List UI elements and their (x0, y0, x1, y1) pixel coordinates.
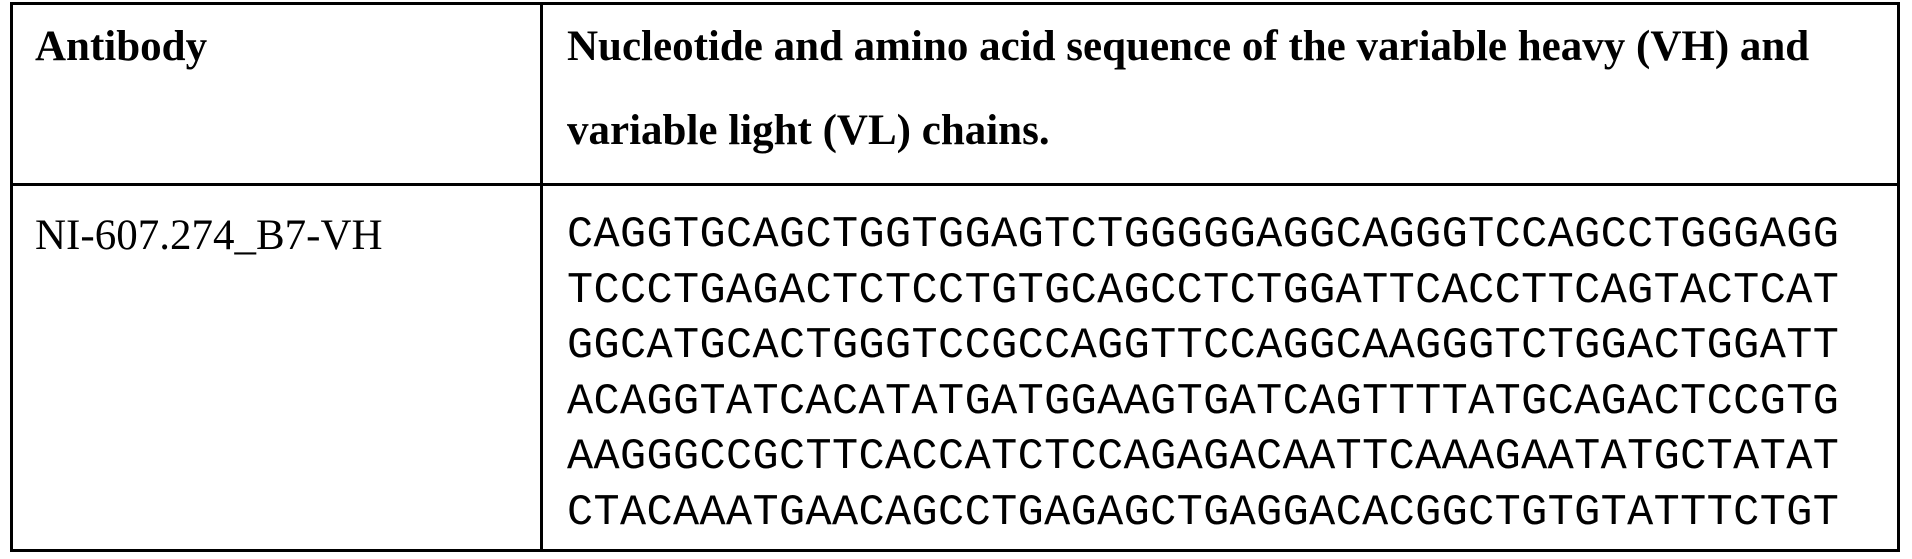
sequence-line: AAGGGCCGCTTCACCATCTCCAGAGACAATTCAAAGAATA… (567, 430, 1897, 486)
header-sequence: Nucleotide and amino acid sequence of th… (542, 4, 1899, 185)
sequence-table: Antibody Nucleotide and amino acid seque… (10, 2, 1900, 552)
sequence-line: CAGGTGCAGCTGGTGGAGTCTGGGGGAGGCAGGGTCCAGC… (567, 208, 1897, 264)
table-row: NI-607.274_B7-VH CAGGTGCAGCTGGTGGAGTCTGG… (12, 185, 1899, 551)
sequence-line: CTACAAATGAACAGCCTGAGAGCTGAGGACACGGCTGTGT… (567, 486, 1897, 542)
sequence-line: GGCATGCACTGGGTCCGCCAGGTTCCAGGCAAGGGTCTGG… (567, 319, 1897, 375)
header-row: Antibody Nucleotide and amino acid seque… (12, 4, 1899, 185)
antibody-name: NI-607.274_B7-VH (12, 185, 542, 551)
sequence-line: TCCCTGAGACTCTCCTGTGCAGCCTCTGGATTCACCTTCA… (567, 264, 1897, 320)
sequence-line: ACAGGTATCACATATGATGGAAGTGATCAGTTTTATGCAG… (567, 375, 1897, 431)
sequence-cell: CAGGTGCAGCTGGTGGAGTCTGGGGGAGGCAGGGTCCAGC… (542, 185, 1899, 551)
header-antibody: Antibody (12, 4, 542, 185)
